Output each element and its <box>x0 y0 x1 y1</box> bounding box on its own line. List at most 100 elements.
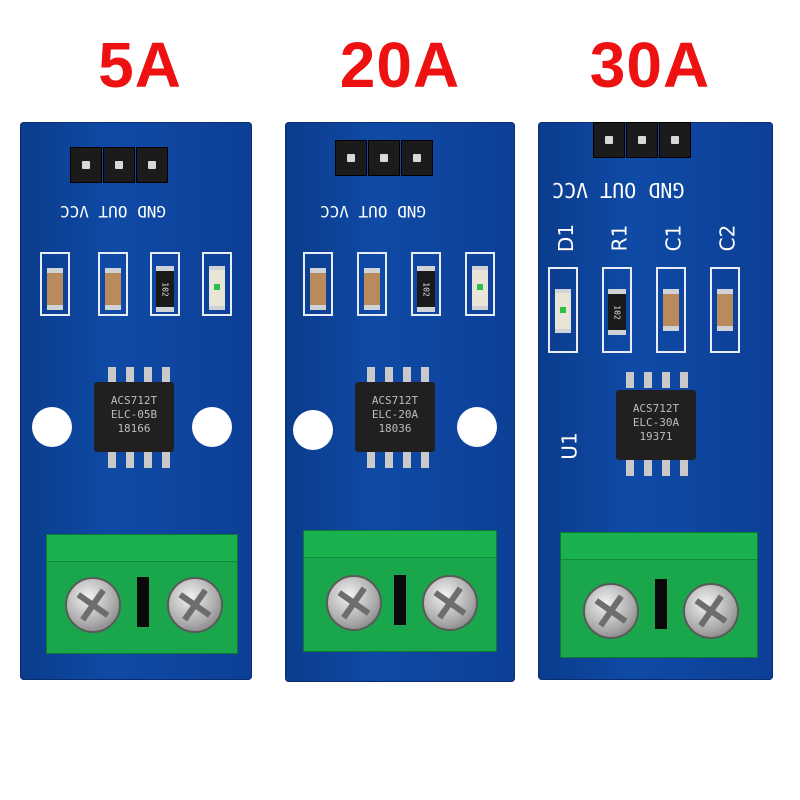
chip-leg <box>126 367 134 383</box>
capacitor <box>105 268 121 310</box>
chip-leg <box>626 372 634 388</box>
chip-leg <box>108 452 116 468</box>
capacitor-pad <box>710 267 740 353</box>
chip-leg <box>108 367 116 383</box>
acs712-chip: ACS712T ELC-20A 18036 <box>355 382 435 452</box>
chip-leg <box>385 452 393 468</box>
resistor-code: 102 <box>612 304 622 320</box>
resistor: 102 <box>156 266 174 312</box>
board-5a: GND OUT VCC 102 ACS712T ELC-05B 18166 <box>20 122 252 680</box>
pin-header <box>70 147 169 183</box>
screw-icon <box>583 583 639 639</box>
capacitor <box>364 268 380 310</box>
pin <box>136 147 168 183</box>
capacitor <box>663 289 679 331</box>
chip-line2: ELC-20A <box>371 408 419 421</box>
capacitor-pad <box>357 252 387 316</box>
terminal-top <box>561 533 757 560</box>
chip-line1: ACS712T <box>632 402 680 415</box>
led-pad <box>548 267 578 353</box>
pin-header <box>593 122 692 158</box>
pin <box>659 122 691 158</box>
pin-labels: GND OUT VCC <box>320 202 426 221</box>
chip-line3: 19371 <box>639 430 673 443</box>
chip-leg <box>421 367 429 383</box>
pin <box>593 122 625 158</box>
resistor-pad: 102 <box>411 252 441 316</box>
chip-line2: ELC-30A <box>632 416 680 429</box>
terminal-slot <box>137 577 149 627</box>
screw-terminal <box>303 530 497 652</box>
pin <box>368 140 400 176</box>
c2-label: C2 <box>715 224 740 252</box>
board-20a: GND OUT VCC 102 ACS712T ELC-20A 18036 <box>285 122 515 682</box>
chip-line3: 18036 <box>378 422 412 435</box>
chip-line1: ACS712T <box>371 394 419 407</box>
chip-leg <box>662 460 670 476</box>
capacitor <box>47 268 63 310</box>
terminal-top <box>47 535 237 562</box>
screw-terminal <box>46 534 238 654</box>
terminal-top <box>304 531 496 558</box>
chip-line3: 18166 <box>117 422 151 435</box>
chip-leg <box>385 367 393 383</box>
pin <box>103 147 135 183</box>
pin <box>626 122 658 158</box>
screw-icon <box>65 577 121 633</box>
r1-label: R1 <box>607 224 632 252</box>
resistor-pad: 102 <box>150 252 180 316</box>
acs712-chip: ACS712T ELC-30A 19371 <box>616 390 696 460</box>
chip-leg <box>162 452 170 468</box>
c1-label: C1 <box>661 224 686 252</box>
screw-icon <box>422 575 478 631</box>
chip-leg <box>644 460 652 476</box>
led-pad <box>465 252 495 316</box>
pin-labels: GND OUT VCC <box>60 202 166 221</box>
resistor-pad: 102 <box>602 267 632 353</box>
board-30a: GND OUT VCC D1 R1 C1 C2 102 U1 ACS712T E… <box>538 122 773 680</box>
chip-leg <box>662 372 670 388</box>
chip-line1: ACS712T <box>110 394 158 407</box>
capacitor-pad <box>656 267 686 353</box>
d1-label: D1 <box>554 223 579 253</box>
screw-terminal <box>560 532 758 658</box>
screw-icon <box>683 583 739 639</box>
led <box>209 266 225 310</box>
label-5a: 5A <box>98 29 182 101</box>
capacitor-pad <box>303 252 333 316</box>
chip-leg <box>680 372 688 388</box>
mount-hole <box>293 410 333 450</box>
chip-leg <box>144 452 152 468</box>
resistor: 102 <box>608 289 626 335</box>
capacitor-pad <box>40 252 70 316</box>
resistor: 102 <box>417 266 435 312</box>
pin <box>401 140 433 176</box>
chip-leg <box>367 452 375 468</box>
pin-header <box>335 140 434 176</box>
capacitor <box>310 268 326 310</box>
chip-leg <box>162 367 170 383</box>
screw-icon <box>326 575 382 631</box>
chip-leg <box>403 452 411 468</box>
mount-hole <box>457 407 497 447</box>
chip-leg <box>126 452 134 468</box>
led <box>555 289 571 333</box>
pin <box>335 140 367 176</box>
mount-hole <box>32 407 72 447</box>
chip-line2: ELC-05B <box>110 408 158 421</box>
chip-leg <box>421 452 429 468</box>
led <box>472 266 488 310</box>
resistor-code: 102 <box>421 281 431 297</box>
mount-hole <box>192 407 232 447</box>
capacitor <box>717 289 733 331</box>
terminal-slot <box>655 579 667 629</box>
label-30a: 30A <box>589 29 711 101</box>
chip-leg <box>403 367 411 383</box>
pin <box>70 147 102 183</box>
pin-labels: GND OUT VCC <box>552 178 685 202</box>
label-20a: 20A <box>339 29 461 101</box>
chip-leg <box>144 367 152 383</box>
terminal-slot <box>394 575 406 625</box>
resistor-code: 102 <box>160 281 170 297</box>
chip-leg <box>680 460 688 476</box>
